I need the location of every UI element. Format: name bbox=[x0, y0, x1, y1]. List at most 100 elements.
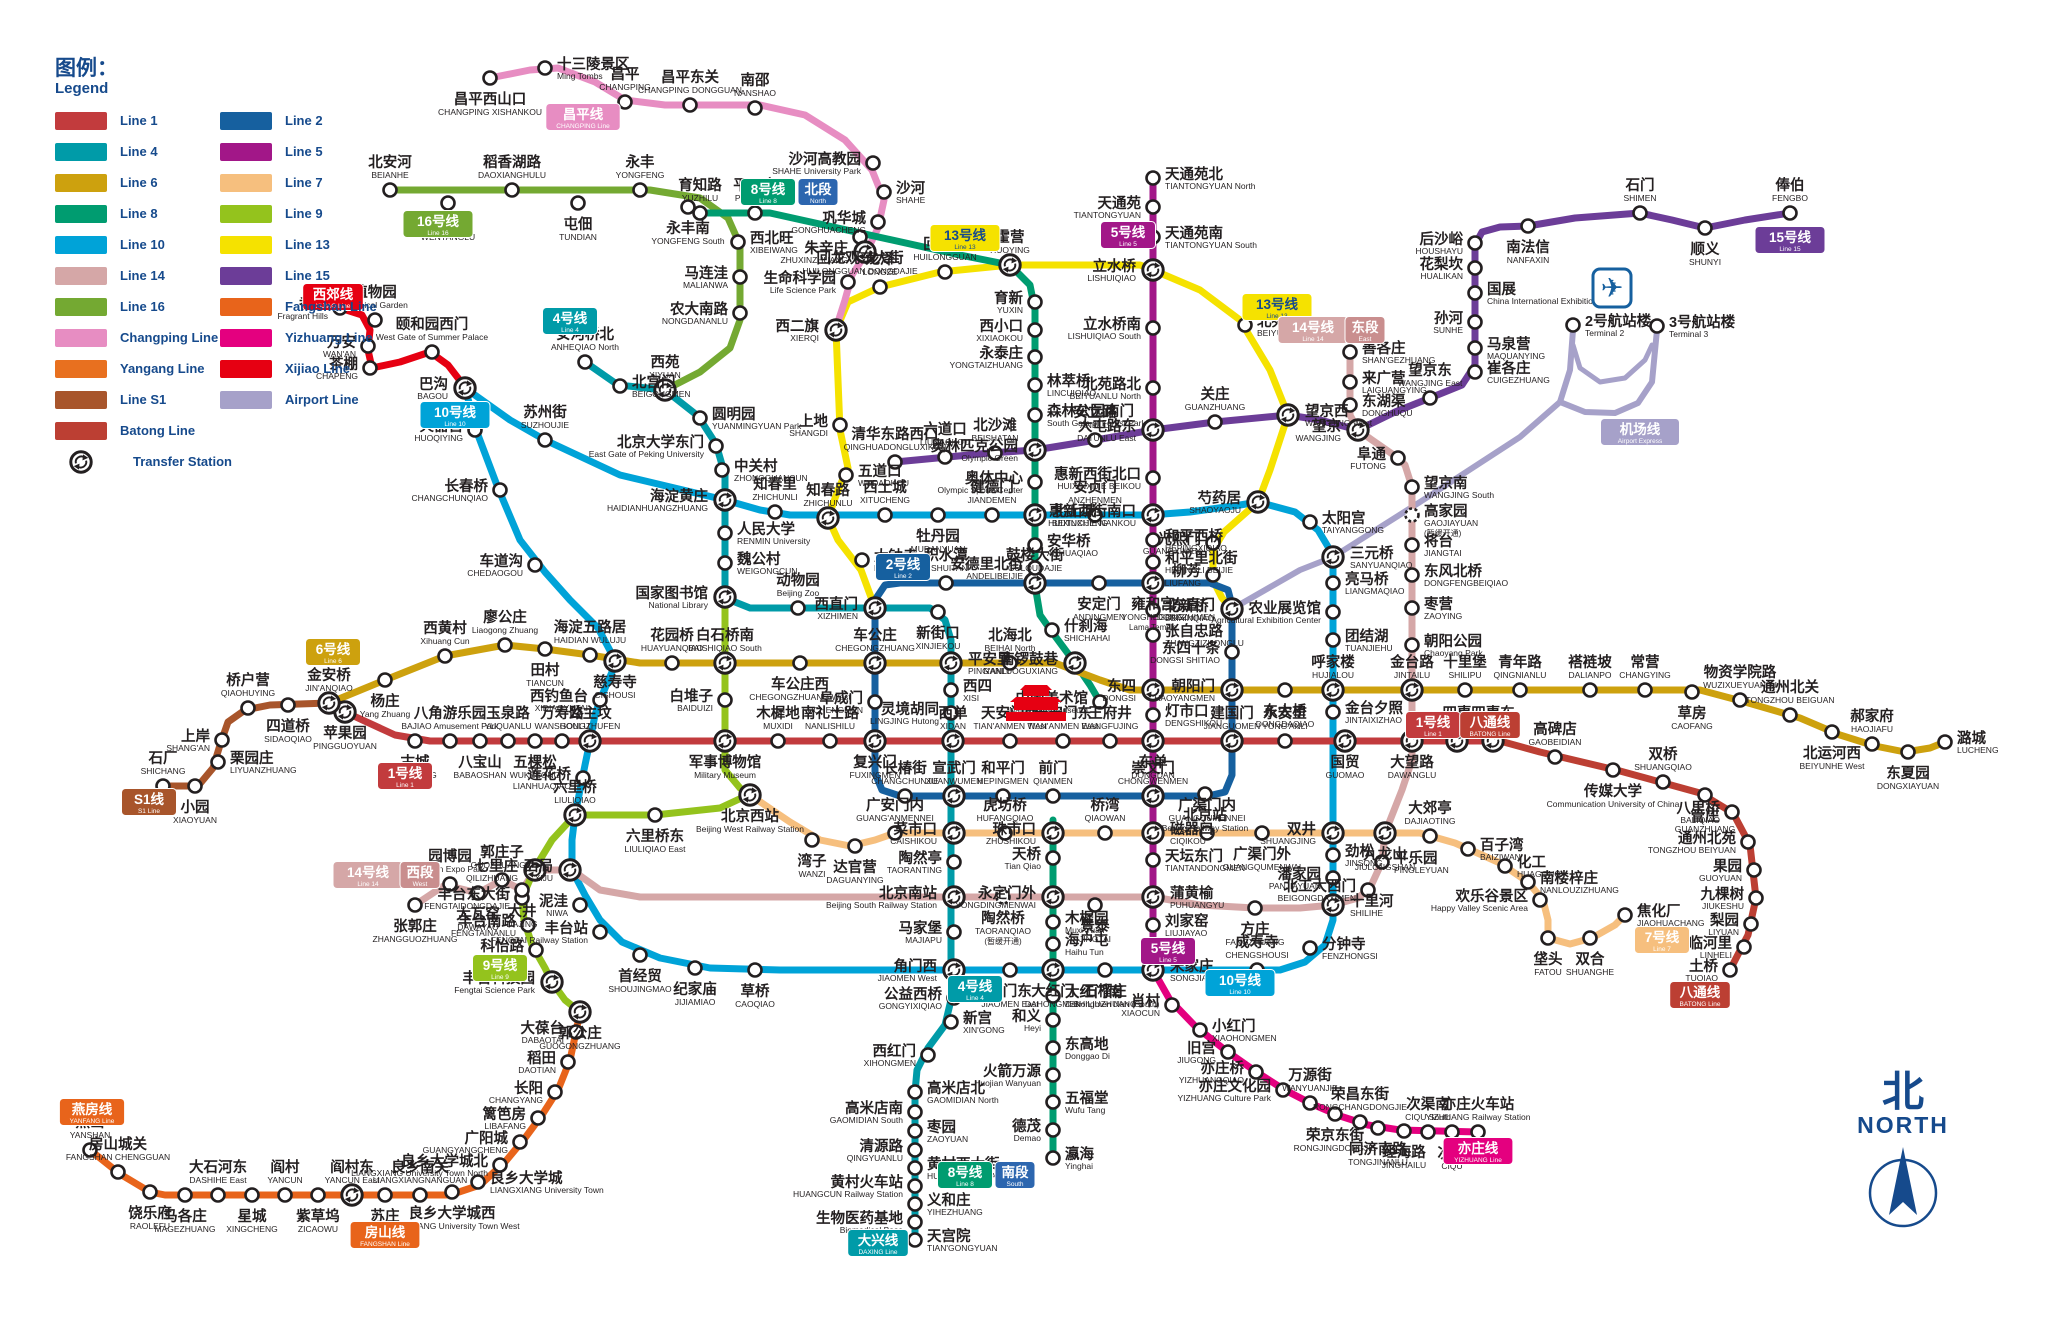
svg-text:篱笆房: 篱笆房 bbox=[483, 1105, 527, 1123]
svg-text:草桥: 草桥 bbox=[741, 982, 770, 1000]
svg-text:Line 10: Line 10 bbox=[444, 421, 466, 428]
svg-text:东大桥: 东大桥 bbox=[1263, 702, 1307, 720]
station-marker bbox=[822, 733, 838, 749]
svg-text:Botanical Garden: Botanical Garden bbox=[342, 300, 408, 310]
station-marker bbox=[876, 184, 892, 200]
station-marker bbox=[1655, 774, 1671, 790]
station-marker bbox=[592, 692, 608, 708]
svg-text:Xihuang Cun: Xihuang Cun bbox=[420, 636, 469, 646]
legend-item-right-7: Yizhuang Line bbox=[220, 322, 385, 353]
svg-text:SHICHAHAI: SHICHAHAI bbox=[1064, 633, 1110, 643]
svg-text:TIANCUN: TIANCUN bbox=[526, 678, 564, 688]
legend-swatch bbox=[220, 328, 272, 347]
svg-text:HUAGONG: HUAGONG bbox=[1517, 869, 1561, 879]
svg-text:王府井: 王府井 bbox=[1088, 704, 1132, 722]
svg-text:天通苑南: 天通苑南 bbox=[1165, 224, 1223, 242]
svg-text:灵境胡同: 灵境胡同 bbox=[881, 700, 939, 718]
station-marker-transfer bbox=[1023, 438, 1047, 462]
svg-text:九龙山: 九龙山 bbox=[1362, 845, 1407, 863]
svg-text:FENGTAI Railway Station: FENGTAI Railway Station bbox=[491, 935, 588, 945]
svg-text:巩华城: 巩华城 bbox=[823, 209, 867, 227]
svg-text:YANCUN East: YANCUN East bbox=[325, 1175, 380, 1185]
station-marker-transfer bbox=[713, 651, 737, 675]
svg-text:WANYUANJIE: WANYUANJIE bbox=[1282, 1083, 1338, 1093]
svg-text:Line 9: Line 9 bbox=[491, 974, 509, 981]
svg-text:14号线: 14号线 bbox=[347, 864, 390, 880]
station-marker bbox=[1722, 962, 1738, 978]
svg-text:QILIZHUANG: QILIZHUANG bbox=[466, 873, 518, 883]
station-marker-transfer bbox=[1041, 885, 1065, 909]
svg-text:YONGTAIZHUANG: YONGTAIZHUANG bbox=[949, 360, 1023, 370]
svg-text:Tian Qiao: Tian Qiao bbox=[1004, 861, 1041, 871]
svg-text:CIQIKOU: CIQIKOU bbox=[1170, 836, 1206, 846]
svg-text:惠新西街南口: 惠新西街南口 bbox=[1049, 502, 1136, 520]
svg-text:DENGSHIKOU: DENGSHIKOU bbox=[1165, 718, 1222, 728]
svg-text:JIJIAMIAO: JIJIAMIAO bbox=[675, 997, 716, 1007]
svg-text:公主坟: 公主坟 bbox=[568, 704, 612, 722]
svg-text:DAJING: DAJING bbox=[506, 919, 537, 929]
north-compass: 北 NORTH bbox=[1848, 1071, 1958, 1244]
svg-text:东直门: 东直门 bbox=[1172, 596, 1216, 614]
svg-text:FENZHONGSI: FENZHONGSI bbox=[1322, 951, 1378, 961]
station-marker-transfer bbox=[340, 1183, 364, 1207]
transfer-station-icon bbox=[69, 449, 93, 474]
svg-text:八通线: 八通线 bbox=[1679, 984, 1721, 1000]
svg-text:屯佃: 屯佃 bbox=[564, 215, 593, 233]
legend-item-left-2: Line 6 bbox=[55, 167, 220, 198]
station-marker bbox=[1055, 733, 1071, 749]
svg-text:大望路: 大望路 bbox=[1390, 753, 1434, 771]
station-marker bbox=[442, 733, 458, 749]
svg-text:望京: 望京 bbox=[1312, 417, 1341, 435]
station-marker bbox=[377, 1187, 393, 1203]
svg-text:和义: 和义 bbox=[1012, 1008, 1041, 1025]
svg-text:Line 1: Line 1 bbox=[396, 782, 414, 789]
station-marker bbox=[930, 507, 946, 523]
svg-text:ZHUSHIKOU: ZHUSHIKOU bbox=[986, 836, 1036, 846]
legend-item-right-4: Line 13 bbox=[220, 229, 385, 260]
svg-text:JIULONGSHAN: JIULONGSHAN bbox=[1355, 862, 1415, 872]
station-marker bbox=[680, 199, 696, 215]
station-marker bbox=[1045, 1122, 1061, 1138]
svg-text:Dahongmen Nan (South): Dahongmen Nan (South) bbox=[1065, 999, 1160, 1009]
svg-text:JIUKESHU: JIUKESHU bbox=[1702, 901, 1744, 911]
svg-text:SHUANGQIAO: SHUANGQIAO bbox=[1634, 762, 1692, 772]
svg-text:FATOU: FATOU bbox=[1534, 967, 1562, 977]
svg-text:TIAN'GONGYUAN: TIAN'GONGYUAN bbox=[927, 1243, 998, 1253]
svg-text:传媒大学: 传媒大学 bbox=[1583, 782, 1642, 800]
svg-text:什刹海: 什刹海 bbox=[1064, 617, 1108, 635]
svg-text:JINGTAI: JINGTAI bbox=[1079, 934, 1111, 944]
svg-text:垡头: 垡头 bbox=[1534, 950, 1563, 968]
svg-text:HUALIKAN: HUALIKAN bbox=[1420, 271, 1463, 281]
svg-text:西局: 西局 bbox=[524, 858, 553, 875]
svg-text:潘家园: 潘家园 bbox=[1278, 865, 1322, 883]
svg-text:Line 2: Line 2 bbox=[894, 573, 912, 580]
station-marker bbox=[1467, 285, 1483, 301]
svg-text:六道口: 六道口 bbox=[923, 420, 967, 438]
stations-layer bbox=[82, 60, 1953, 1248]
svg-text:GUANGYANGCHENG: GUANGYANGCHENG bbox=[423, 1145, 508, 1155]
svg-text:北段: 北段 bbox=[805, 181, 833, 197]
